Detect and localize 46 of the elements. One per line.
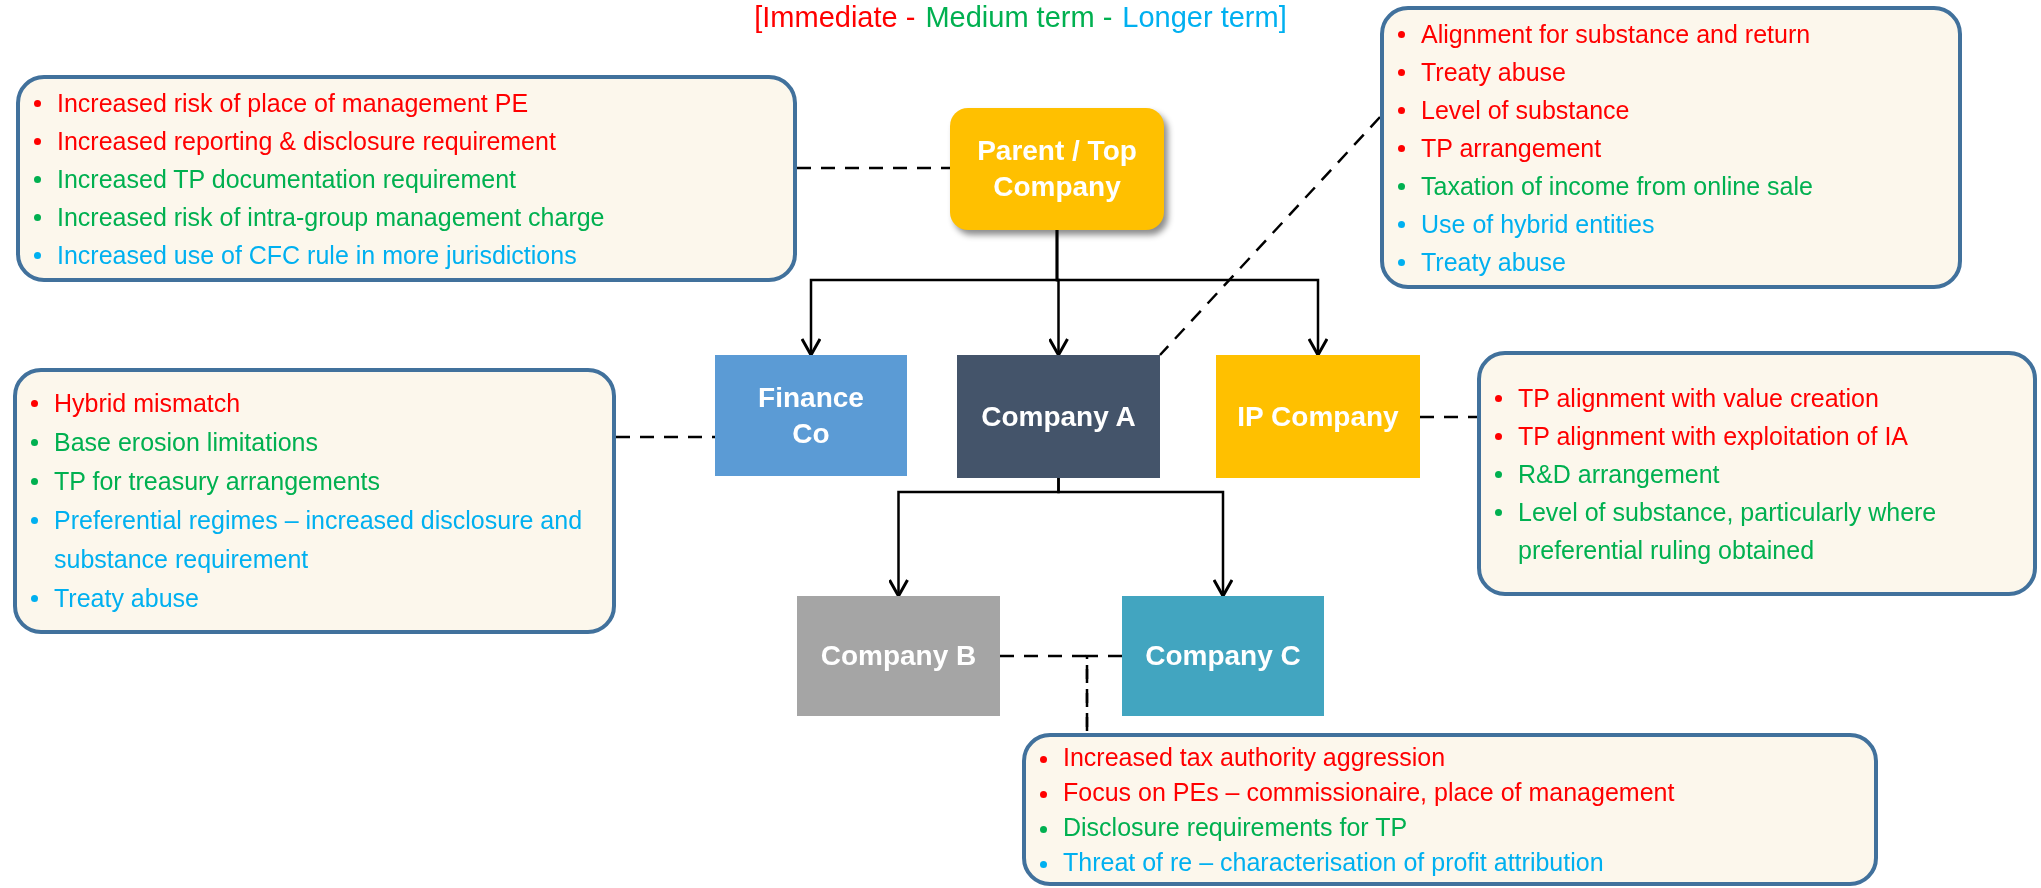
parent-company-box: Parent / Top Company [950,108,1164,230]
bullet-item: R&D arrangement [1518,458,1720,490]
bullet-item: Increased use of CFC rule in more jurisdictions [57,239,577,271]
bullet-item: TP alignment with value creation [1518,382,1879,414]
bullet-item: Alignment for substance and return [1421,18,1811,50]
bullet-item: Treaty abuse [1421,56,1566,88]
dashed-connector [1159,116,1381,356]
bullet-item: Hybrid mismatch [54,388,241,419]
bullet-item: Treaty abuse [1421,246,1566,278]
bullet-item: Taxation of income from online sale [1421,170,1813,202]
bullet-item: Increased tax authority aggression [1063,741,1446,773]
dashed-connector [797,166,950,170]
company-box: Company B [797,596,1000,716]
bullet-item: Threat of re – characterisation of profit attribution [1063,846,1604,878]
callout-box [1477,351,2037,596]
callout-box [1022,733,1878,886]
callout-box [16,75,797,282]
callout-box [1380,6,1962,289]
bullet-item: Increased risk of intra-group management charge [57,201,605,233]
company-box: Company A [957,355,1160,478]
legend-text: Longer term] [1122,0,1287,34]
bullet-item: TP arrangement [1421,132,1602,164]
dashed-connector [1085,654,1122,733]
bullet-item: Base erosion limitations [54,427,318,458]
bullet-item: Disclosure requirements for TP [1063,811,1408,843]
company-box: Finance Co [715,355,907,476]
dashed-connector [616,435,715,439]
bullet-item: Increased TP documentation requirement [57,163,517,195]
bullet-item: TP alignment with exploitation of IA [1518,420,1909,452]
bullet-item: Level of substance [1421,94,1630,126]
company-box: IP Company [1216,355,1420,478]
bullet-item: Treaty abuse [54,583,199,614]
company-box: Company C [1122,596,1324,716]
dashed-connector [1420,415,1477,419]
bullet-item: Increased risk of place of management PE [57,87,529,119]
bullet-item: Use of hybrid entities [1421,208,1655,240]
legend-text: Medium term - [925,0,1113,34]
legend-text: [Immediate - [754,0,916,34]
bullet-item: TP for treasury arrangements [54,466,381,497]
bullet-item: Increased reporting & disclosure requirement [57,125,556,157]
bullet-item: Focus on PEs – commissionaire, place of management [1063,776,1675,808]
arrow [1055,230,1329,357]
bullet-item: Level of substance, particularly where preferential ruling obtained [1518,496,1938,566]
arrow [1057,478,1234,598]
callout-box [13,368,616,634]
bullet-item: Preferential regimes – increased disclosure and substance requirement [54,505,584,575]
